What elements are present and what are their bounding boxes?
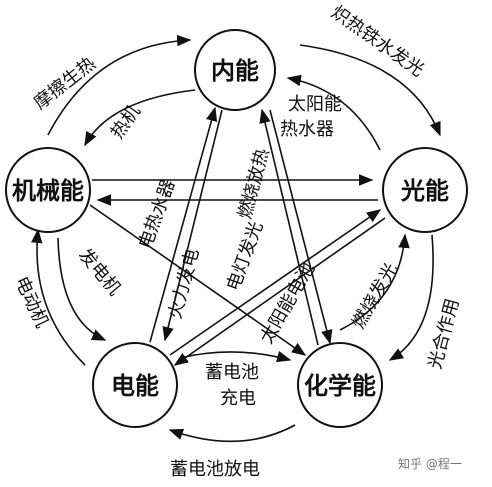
label-solar-heater-2: 热水器 — [280, 119, 334, 140]
arrow-friction — [47, 34, 192, 136]
label-solar-heater-1: 太阳能 — [288, 94, 342, 115]
arrow-solar-heater — [286, 74, 381, 151]
label-friction: 摩擦生热 — [30, 53, 100, 114]
arrow-electric-light — [169, 209, 382, 356]
arrow-combustion-heat — [259, 108, 319, 346]
arrow-internal-to-chemical — [269, 109, 333, 345]
arrow-combustion-light — [339, 233, 410, 331]
label-electric-heater: 电热水器 — [135, 177, 179, 252]
label-generator: 发电机 — [74, 245, 125, 300]
node-light-energy-label: 光能 — [400, 177, 449, 205]
arrow-solar-cell — [173, 217, 386, 366]
label-battery-charge-1: 蓄电池 — [205, 362, 259, 383]
label-electric-light: 电灯发光 — [223, 219, 267, 294]
label-combustion-heat: 燃烧放热 — [235, 146, 274, 221]
arrow-photosynthesis — [388, 234, 434, 361]
label-combustion-light: 燃烧发光 — [348, 260, 402, 333]
label-battery-charge-2: 充电 — [220, 388, 256, 409]
arrow-heat-engine — [84, 89, 196, 147]
node-internal-energy-label: 内能 — [211, 57, 259, 85]
arrow-incandescent — [299, 44, 441, 137]
label-heat-engine: 热机 — [107, 101, 145, 143]
arrow-mech-to-chemical — [89, 204, 307, 356]
node-mechanical-energy-label: 机械能 — [12, 177, 84, 205]
arrow-electric-motor — [30, 228, 86, 366]
arrow-generator — [57, 237, 107, 341]
label-incandescent: 炽热铁水发光 — [327, 2, 428, 81]
watermark: 知乎 @程一 — [398, 456, 462, 471]
arrow-thermal-power — [162, 109, 223, 342]
label-battery-discharge: 蓄电池放电 — [170, 459, 260, 480]
arrow-electric-heater — [149, 106, 218, 343]
arrow-battery-charge — [179, 351, 292, 363]
arrow-battery-discharge — [168, 424, 296, 443]
node-electric-energy: 电能 — [92, 342, 178, 428]
node-chemical-energy-label: 化学能 — [304, 372, 376, 400]
node-chemical-energy: 化学能 — [297, 342, 383, 428]
node-internal-energy: 内能 — [194, 29, 276, 111]
node-mechanical-energy: 机械能 — [5, 147, 91, 233]
label-photosynthesis: 光合作用 — [425, 296, 464, 371]
label-solar-cell: 太阳能电池 — [256, 259, 319, 347]
label-thermal-power: 火力发电 — [165, 246, 204, 321]
node-electric-energy-label: 电能 — [111, 372, 159, 400]
node-light-energy: 光能 — [382, 147, 468, 233]
